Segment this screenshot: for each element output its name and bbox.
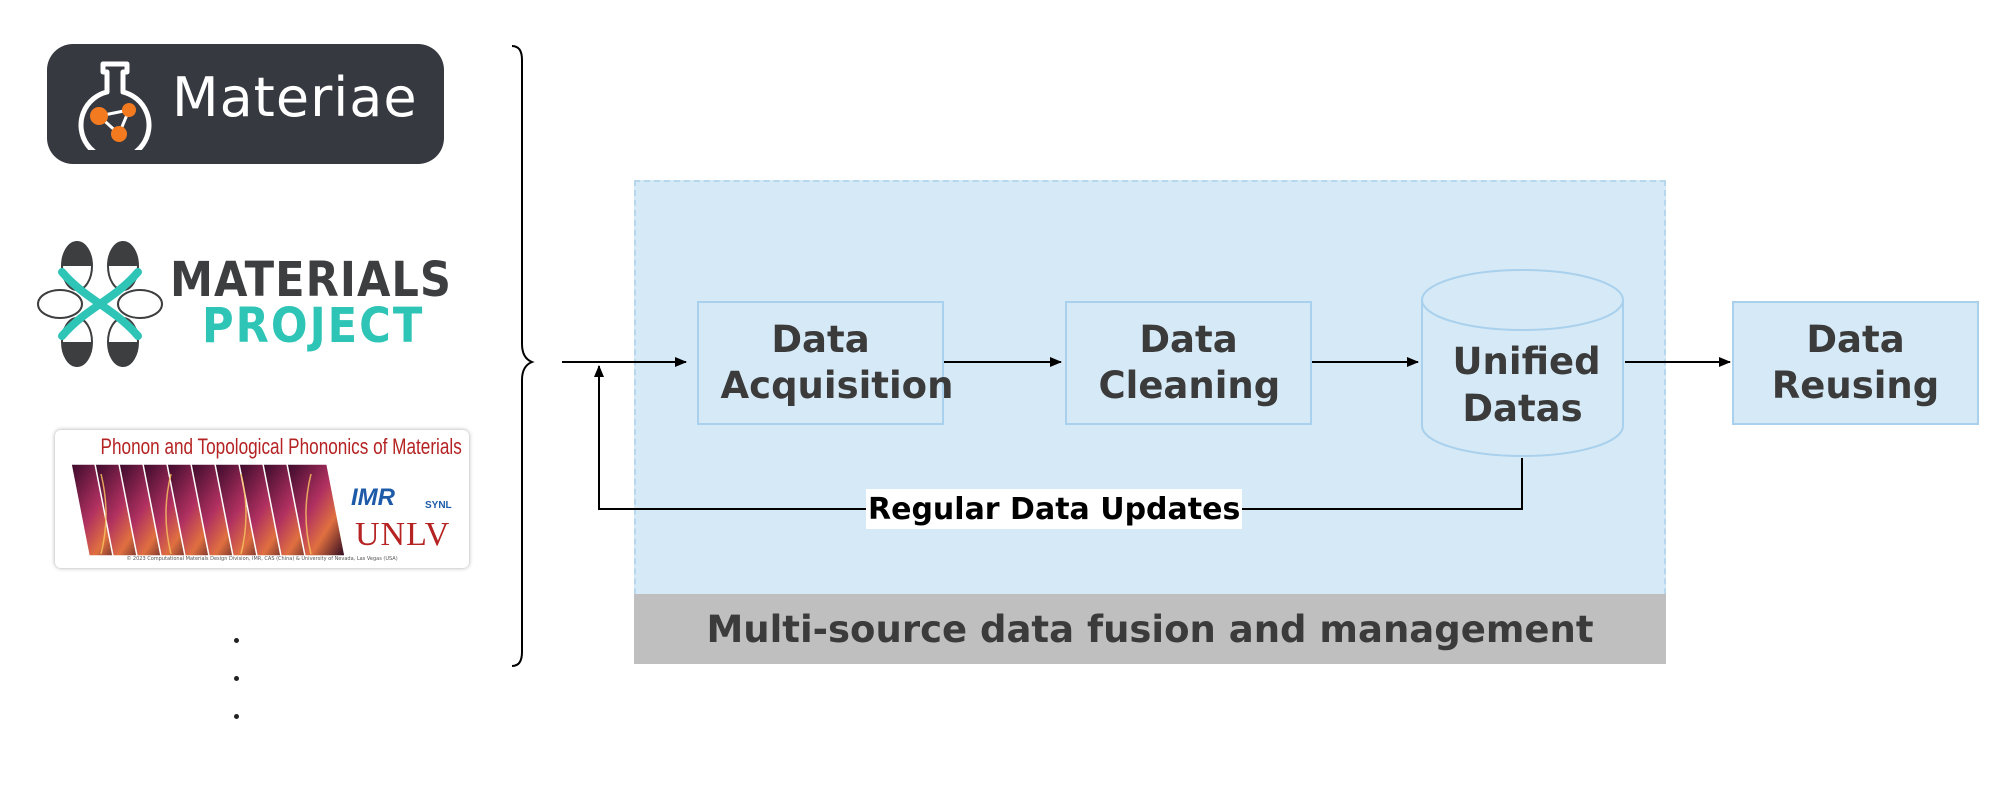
phonon-unlv-logo: UNLV <box>355 516 451 553</box>
data-reusing-box: Data Reusing <box>1732 301 1979 425</box>
ellipsis-dot <box>234 714 239 719</box>
more-sources-ellipsis <box>234 638 242 728</box>
phonon-database-logo: Phonon and Topological Phononics of Mate… <box>55 430 469 568</box>
phonon-imr-logo: IMR <box>351 484 395 511</box>
phonon-title: Phonon and Topological Phononics of Mate… <box>100 434 462 459</box>
data-acquisition-box: Data Acquisition <box>697 301 954 425</box>
unified-datas-label: Unified Datas <box>1452 340 1601 431</box>
materials-project-logo: MATERIALS PROJECT <box>36 240 451 368</box>
ellipsis-dot <box>234 638 239 643</box>
sources-brace <box>511 45 535 667</box>
data-cleaning-label: Data Cleaning <box>1098 317 1281 407</box>
materials-project-knot-icon <box>37 241 163 367</box>
fusion-label: Multi-source data fusion and management <box>634 594 1666 664</box>
regular-data-updates-label: Regular Data Updates <box>866 489 1243 529</box>
materiae-logo: Materiae <box>47 44 444 164</box>
materials-project-word-materials: MATERIALS <box>170 252 452 308</box>
ellipsis-dot <box>234 676 239 681</box>
data-acquisition-label: Data Acquisition <box>720 317 954 407</box>
phonon-dispersion-strip-image <box>71 464 346 556</box>
flask-icon <box>78 61 152 150</box>
phonon-footer: © 2023 Computational Materials Design Di… <box>126 556 398 562</box>
materials-project-word-project: PROJECT <box>202 298 425 354</box>
materiae-name: Materiae <box>172 66 418 129</box>
phonon-synl-logo: SYNL <box>425 500 452 511</box>
data-cleaning-box: Data Cleaning <box>1065 301 1312 425</box>
data-reusing-label: Data Reusing <box>1771 317 1940 407</box>
